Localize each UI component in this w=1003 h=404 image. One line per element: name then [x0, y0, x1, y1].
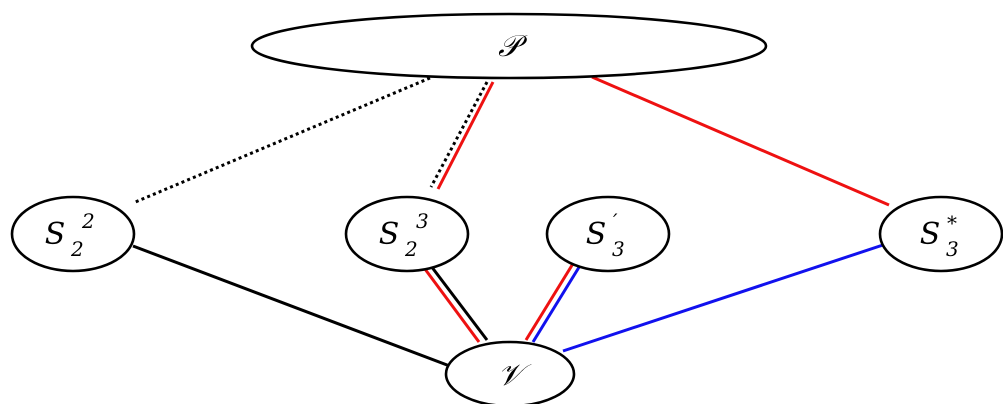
node-s23-sub: 2 [404, 237, 418, 261]
node-s3-prime-sub: 3 [612, 237, 625, 261]
edge-s23-v-red [420, 264, 481, 343]
edge-s23-v-black [426, 261, 489, 341]
node-s22: S 2 2 [10, 195, 136, 273]
node-p-shape [250, 12, 768, 80]
node-s22-sub: 2 [70, 237, 84, 261]
edges [132, 75, 890, 370]
node-s3-star-sup: * [947, 211, 957, 235]
edge-p-s23-dotted [429, 81, 489, 188]
edge-s3p-v-red [524, 261, 576, 341]
edge-s3p-v-blue [531, 263, 583, 343]
node-s3-star-sub: 3 [946, 237, 959, 261]
node-s3-star-base: S [920, 217, 941, 252]
edge-p-s3s-red [591, 75, 890, 207]
node-s23-base: S [379, 217, 400, 252]
edge-s22-v-black [132, 244, 456, 370]
edge-p-s22-dotted [132, 76, 431, 205]
node-s3-prime-sup: ′ [613, 209, 618, 233]
node-s22-base: S [45, 217, 66, 252]
node-s23-shape [344, 195, 470, 273]
node-s3-star-shape [878, 195, 1003, 273]
node-s3-prime-base: S [586, 217, 607, 252]
node-s23-sup: 3 [416, 209, 429, 233]
node-v-shape [444, 340, 576, 404]
node-s3-prime-shape [545, 195, 671, 273]
node-s22-sup: 2 [81, 209, 95, 233]
edge-s3s-v-blue [562, 241, 890, 353]
node-s3-star: S * 3 [878, 195, 1003, 273]
edge-p-s23-red [436, 81, 495, 190]
node-s22-shape [10, 195, 136, 273]
node-s23: S 3 2 [344, 195, 470, 273]
node-p: 𝒫 [250, 12, 768, 80]
node-s3-prime: S ′ 3 [545, 195, 671, 273]
node-v: 𝒱 [444, 340, 576, 404]
